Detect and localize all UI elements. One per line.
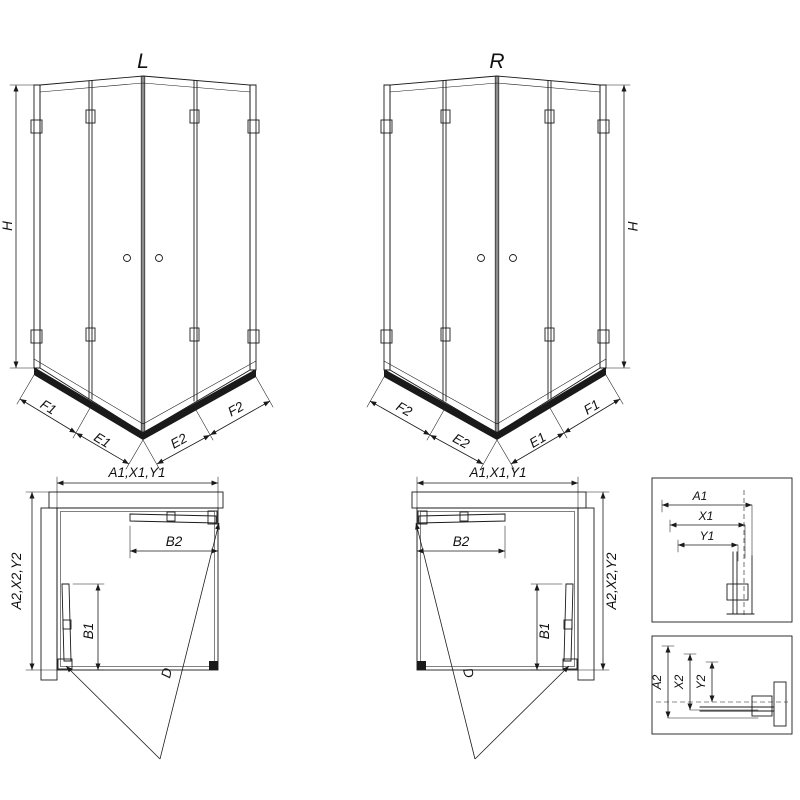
iso-view-right: R H F2 E2 E1 F1 [367, 50, 640, 470]
dim-label-e2-right: E2 [450, 430, 472, 451]
wall-profile-section-2 [751, 695, 773, 717]
detail-bottom-frame [651, 635, 793, 735]
detail-top-frame [651, 477, 793, 623]
detail-label-a2: A2 [650, 674, 664, 690]
dim-label-e2-left: E2 [168, 430, 190, 451]
dim-label-a2x2y2-left: A2,X2,Y2 [9, 552, 24, 611]
dim-label-b2-right: B2 [453, 534, 470, 549]
plan-left-lineart [26, 477, 223, 759]
plan-view-left: A1,X1,Y1 A2,X2,Y2 B2 B1 D [9, 465, 223, 759]
dim-label-f1-right: F1 [581, 397, 602, 418]
detail-box-bottom: A2 X2 Y2 [650, 635, 793, 735]
plan-view-right: A1,X1,Y1 A2,X2,Y2 B2 B1 D [412, 465, 619, 759]
detail-box-top: A1 X1 Y1 [651, 477, 793, 623]
dim-label-d-left: D [158, 666, 175, 679]
dim-label-f2-left: F2 [225, 398, 246, 419]
dim-label-b1-right: B1 [537, 623, 552, 640]
detail-label-y2: Y2 [694, 674, 708, 689]
iso-view-left: L H F1 E1 E2 F2 [0, 50, 273, 470]
dim-label-f2-right: F2 [394, 399, 415, 420]
detail-label-x1: X1 [698, 509, 714, 523]
dim-label-e1-left: E1 [91, 429, 113, 450]
detail-label-y1: Y1 [700, 529, 715, 543]
dim-label-a1x1y1-right: A1,X1,Y1 [468, 465, 526, 480]
wall-profile-section [726, 583, 749, 601]
dim-label-d-right: D [460, 666, 477, 679]
detail-label-a1: A1 [692, 489, 708, 503]
dim-label-e1-right: E1 [527, 429, 549, 450]
wall-hatch-detail [773, 681, 787, 727]
variant-label-left: L [137, 50, 149, 73]
dim-label-a2x2y2-right: A2,X2,Y2 [604, 552, 619, 611]
dim-label-b2-left: B2 [166, 534, 183, 549]
dim-label-height-right: H [625, 221, 640, 231]
variant-label-right: R [489, 50, 504, 73]
dim-label-a1x1y1-left: A1,X1,Y1 [107, 465, 165, 480]
dim-label-f1-left: F1 [38, 397, 59, 418]
detail-label-x2: X2 [672, 674, 686, 690]
dim-label-height-left: H [0, 221, 15, 231]
plan-right-lineart [412, 477, 609, 759]
dim-label-b1-left: B1 [81, 623, 96, 640]
